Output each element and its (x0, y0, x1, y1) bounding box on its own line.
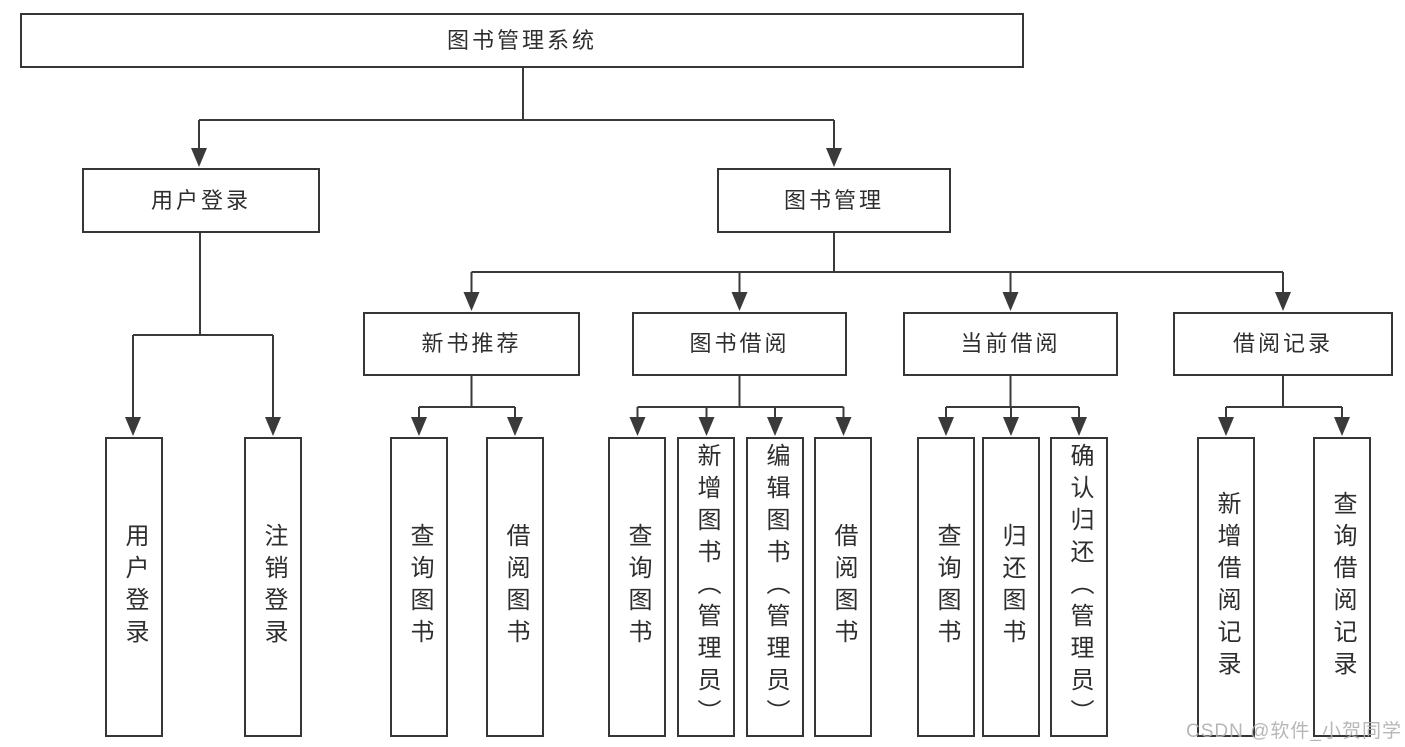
root-box-library-system: 图书管理系统 (20, 13, 1024, 68)
leaf-box-borrow-books-recommend: 借阅图书 (486, 437, 544, 737)
leaf-box-edit-books-admin: 编辑图书（管理员） (746, 437, 804, 737)
level3-box-new-book-recommend: 新书推荐 (363, 312, 580, 376)
csdn-watermark: CSDN @软件_小贺同学 (1186, 721, 1402, 742)
leaf-box-return-books: 归还图书 (982, 437, 1040, 737)
level3-box-current-borrow: 当前借阅 (903, 312, 1118, 376)
level2-box-book-management: 图书管理 (717, 168, 951, 233)
level2-box-user-login: 用户登录 (82, 168, 320, 233)
leaf-box-query-books-borrow: 查询图书 (608, 437, 666, 737)
leaf-box-query-books-current: 查询图书 (917, 437, 975, 737)
leaf-box-logout: 注销登录 (244, 437, 302, 737)
leaf-box-add-books-admin: 新增图书（管理员） (677, 437, 735, 737)
level3-box-book-borrow: 图书借阅 (632, 312, 847, 376)
arrowheads (125, 148, 1350, 436)
leaf-box-add-borrow-record: 新增借阅记录 (1197, 437, 1255, 737)
leaf-box-query-borrow-record: 查询借阅记录 (1313, 437, 1371, 737)
leaf-box-confirm-return-admin: 确认归还（管理员） (1050, 437, 1108, 737)
leaf-box-user-login: 用户登录 (105, 437, 163, 737)
leaf-box-query-books-recommend: 查询图书 (390, 437, 448, 737)
leaf-box-borrow-books: 借阅图书 (814, 437, 872, 737)
level3-box-borrow-records: 借阅记录 (1173, 312, 1393, 376)
